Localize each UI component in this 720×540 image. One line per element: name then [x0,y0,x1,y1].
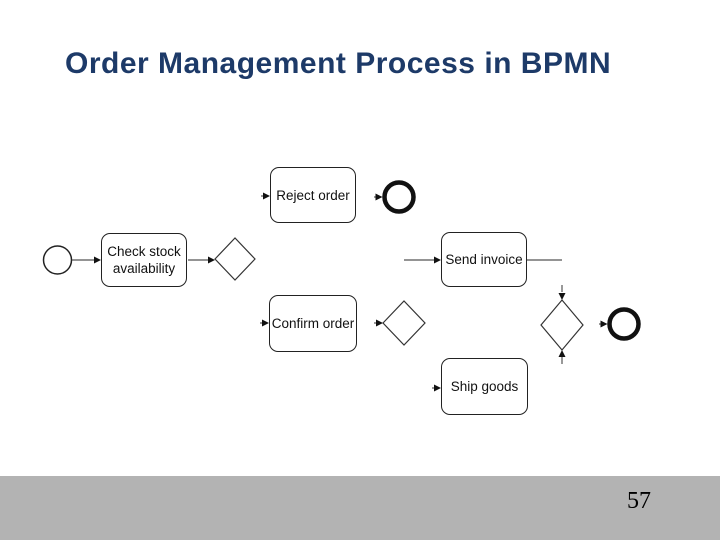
arrowhead-icon [434,256,441,264]
task-label: Check stock availability [107,244,181,276]
arrowhead-icon [558,293,566,300]
task-confirm-order: Confirm order [269,295,357,352]
flow-confirm-order-to-gateway2 [374,319,383,327]
arrowhead-icon [375,193,383,201]
flow-gateway3-to-end2 [599,320,608,328]
flow-check-stock-to-gateway1 [188,256,215,264]
task-label: Confirm order [271,316,355,331]
gateway-3-diamond [540,299,584,351]
flow-into-gateway3-bottom [558,350,566,364]
flow-gateway2-to-ship-goods [432,384,441,392]
task-label: Reject order [276,187,350,203]
flow-into-gateway3-top [558,285,566,300]
page-title: Order Management Process in BPMN [65,47,612,80]
flow-gateway2-to-send-invoice [404,256,441,264]
gateway-2-diamond [382,300,426,346]
arrowhead-icon [208,256,215,264]
task-label: Send invoice [445,252,523,267]
task-ship-goods: Ship goods [441,358,528,415]
page-number: 57 [627,488,651,514]
task-check-stock-availability: Check stock availability [101,233,187,287]
flow-start-to-check-stock [72,256,101,264]
flow-gateway1-to-reject-order [261,192,270,200]
task-send-invoice: Send invoice [441,232,527,287]
end-event-2-circle [607,307,641,341]
start-event-circle [42,245,73,275]
arrowhead-icon [263,192,270,200]
arrowhead-icon [262,319,269,327]
task-label: Ship goods [450,379,519,394]
gateway-1-diamond [214,237,256,281]
flow-reject-order-to-end1 [374,193,383,201]
arrowhead-icon [558,350,566,357]
task-reject-order: Reject order [270,167,356,223]
arrowhead-icon [376,319,383,327]
footer-bar [0,476,720,540]
arrowhead-icon [94,256,101,264]
bpmn-diagram-canvas [42,180,641,392]
flow-gateway1-to-confirm-order [260,319,269,327]
end-event-1-circle [382,180,416,214]
arrowhead-icon [600,320,608,328]
arrowhead-icon [434,384,441,392]
